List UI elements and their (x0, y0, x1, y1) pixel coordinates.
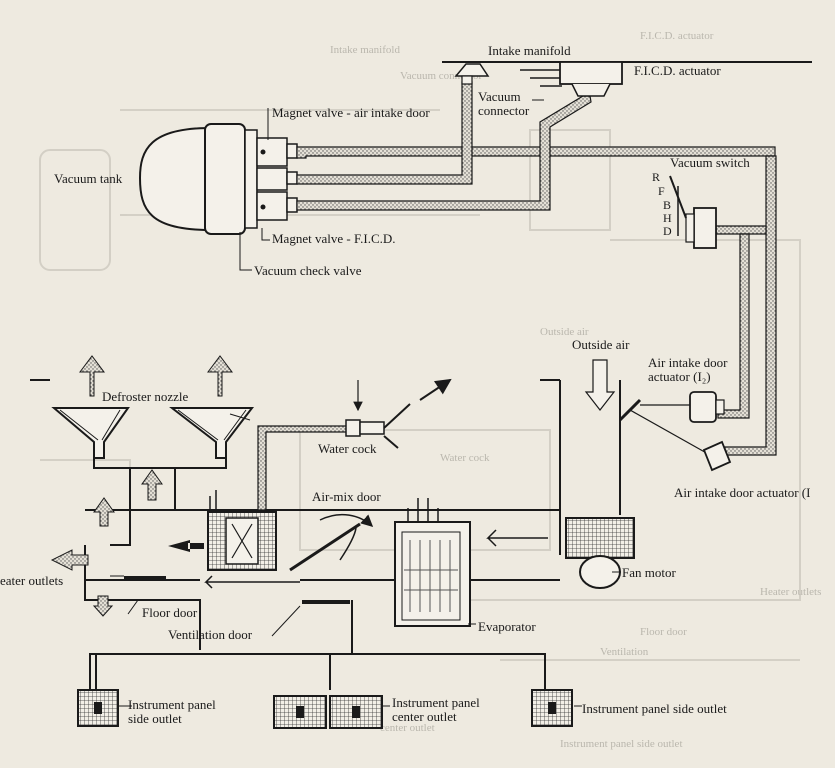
label-fan-motor: Fan motor (622, 565, 676, 580)
airflow-arrows (50, 355, 233, 617)
vacuum-check-valve (256, 167, 298, 191)
leader-lines (90, 99, 620, 707)
bleed-text: F.I.C.D. actuator (640, 30, 714, 42)
blower-unit (565, 517, 635, 589)
label-air-intake-actuator-i1: Air intake door actuator (I (674, 485, 811, 500)
outlet-ducts (89, 600, 546, 690)
label-switch-h: H (663, 211, 672, 225)
air-intake-door-actuator-i1 (702, 440, 732, 472)
label-ficd-actuator: F.I.C.D. actuator (634, 63, 721, 78)
label-air-intake-actuator-i2: actuator (I₂) (648, 369, 711, 384)
label-ip-side-outlet-left: Instrument panel (128, 697, 216, 712)
label-switch-b: B (663, 198, 672, 212)
label-vacuum-check-valve: Vacuum check valve (254, 263, 362, 278)
bleed-text: Outside air (540, 326, 589, 338)
defroster-nozzle (51, 407, 255, 510)
vacuum-tank (138, 123, 258, 235)
label-water-cock: Water cock (318, 441, 377, 456)
magnet-valve-ficd (256, 191, 298, 221)
ip-side-outlet-left (77, 689, 119, 727)
label-switch-f: F (658, 184, 665, 198)
bleed-text: center outlet (380, 722, 435, 734)
bleed-text: Floor door (640, 626, 687, 638)
airflow-arrow-white (204, 575, 300, 589)
bleed-text: Ventilation (600, 646, 649, 658)
hvac-duct (30, 379, 621, 650)
ficd-actuator (520, 61, 623, 97)
label-ip-side-outlet-right: Instrument panel side outlet (582, 701, 727, 716)
magnet-valve-air-intake-door (256, 137, 298, 167)
label-switch-d: D (663, 224, 672, 238)
label-ip-center-outlet: center outlet (392, 709, 457, 724)
airflow-arrow-solid (168, 540, 204, 552)
label-air-mix-door: Air-mix door (312, 489, 381, 504)
air-mix-door (289, 513, 374, 572)
intake-manifold (442, 61, 812, 85)
water-cock-valve (345, 378, 452, 449)
heater-core (207, 490, 277, 571)
bleed-text: Water cock (440, 452, 490, 464)
label-magnet-valve-ficd: Magnet valve - F.I.C.D. (272, 231, 396, 246)
label-magnet-valve-air: Magnet valve - air intake door (272, 105, 430, 120)
label-outside-air: Outside air (572, 337, 630, 352)
label-vacuum-connector: connector (478, 103, 530, 118)
outside-air-arrow (584, 359, 616, 411)
label-ip-side-outlet-left: side outlet (128, 711, 182, 726)
label-air-intake-actuator-i2: Air intake door (648, 355, 728, 370)
label-intake-manifold: Intake manifold (488, 43, 571, 58)
label-ventilation-door: Ventilation door (168, 627, 253, 642)
bleed-text: Heater outlets (760, 586, 822, 598)
bleed-text: Instrument panel side outlet (560, 738, 683, 750)
ip-center-outlet (273, 695, 383, 729)
label-defroster-nozzle: Defroster nozzle (102, 389, 189, 404)
label-vacuum-connector: Vacuum (478, 89, 521, 104)
label-heater-outlets: eater outlets (0, 573, 64, 588)
label-evaporator: Evaporator (478, 619, 536, 634)
bleed-text: Intake manifold (330, 44, 400, 56)
airflow-arrow-into-evaporator (486, 529, 548, 547)
evaporator (394, 498, 471, 627)
label-switch-r: R (652, 170, 661, 184)
vacuum-switch (669, 175, 717, 249)
label-ip-center-outlet: Instrument panel (392, 695, 480, 710)
ip-side-outlet-right (531, 689, 573, 727)
label-vacuum-tank: Vacuum tank (54, 171, 123, 186)
air-intake-door-actuator-i2 (689, 391, 725, 423)
air-intake-door (618, 398, 711, 456)
label-vacuum-switch: Vacuum switch (670, 155, 750, 170)
label-floor-door: Floor door (142, 605, 198, 620)
